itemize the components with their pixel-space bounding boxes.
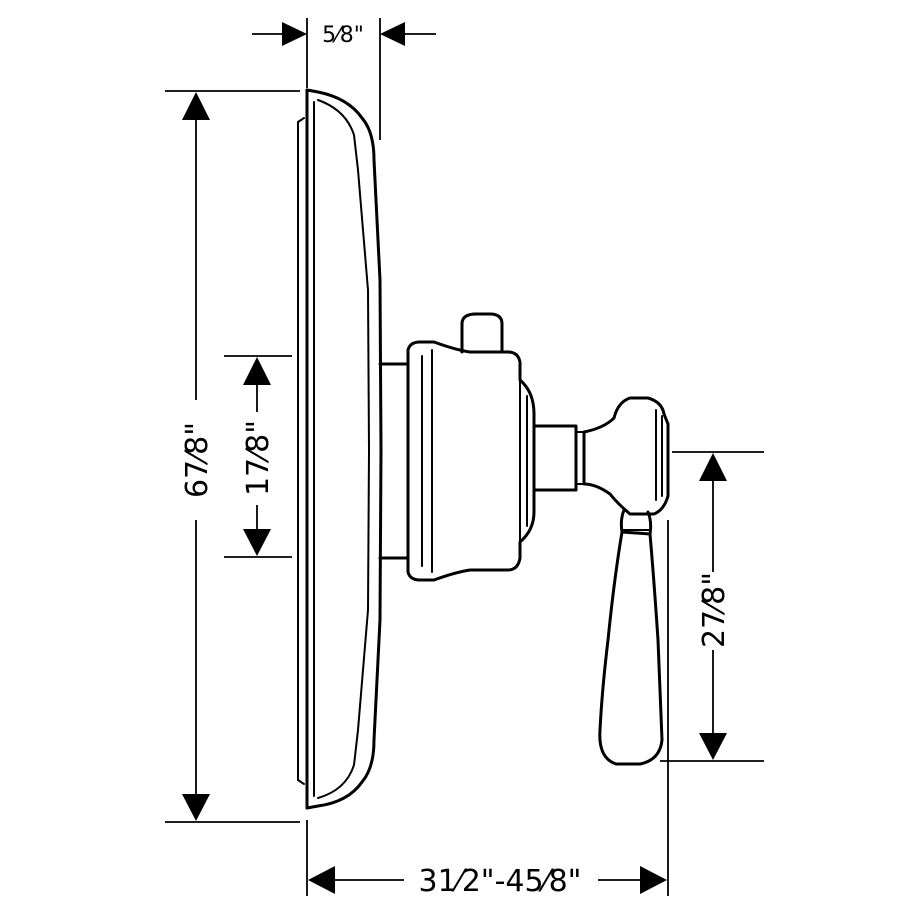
plate-inner-profile	[317, 99, 371, 799]
dim-handle-length: 27⁄8"	[660, 451, 764, 762]
arrow-right	[282, 22, 307, 46]
dim-plate-height: 67⁄8"	[165, 90, 300, 823]
trim-depth-label: 5⁄8"	[322, 23, 364, 48]
spindle	[532, 424, 578, 492]
handle-hub	[582, 396, 670, 516]
arrow-left	[308, 866, 335, 894]
plate-height-label: 67⁄8"	[180, 422, 215, 498]
arrow-down	[243, 529, 271, 556]
arrow-up	[182, 92, 210, 120]
arrow-right	[640, 866, 667, 894]
lever-handle	[532, 396, 670, 766]
arrow-up	[243, 357, 271, 385]
escutcheon-plate	[297, 88, 383, 810]
dim-center-offset: 17⁄8"	[224, 355, 292, 558]
top-knob	[460, 312, 504, 354]
valve-body-outline	[406, 340, 536, 582]
arrow-left	[380, 22, 405, 46]
dim-total-projection: 31⁄2"-45⁄8"	[306, 520, 669, 899]
handle-length-label: 27⁄8"	[697, 572, 732, 648]
arrow-down	[699, 733, 727, 760]
lever-blade	[598, 530, 664, 766]
arrow-up	[699, 453, 727, 481]
arrow-down	[182, 794, 210, 821]
valve-body	[378, 312, 536, 582]
center-offset-label: 17⁄8"	[241, 420, 276, 496]
dim-trim-depth: 5⁄8"	[252, 18, 436, 140]
plate-outer-profile	[305, 88, 383, 810]
total-projection-label: 31⁄2"-45⁄8"	[419, 864, 582, 899]
